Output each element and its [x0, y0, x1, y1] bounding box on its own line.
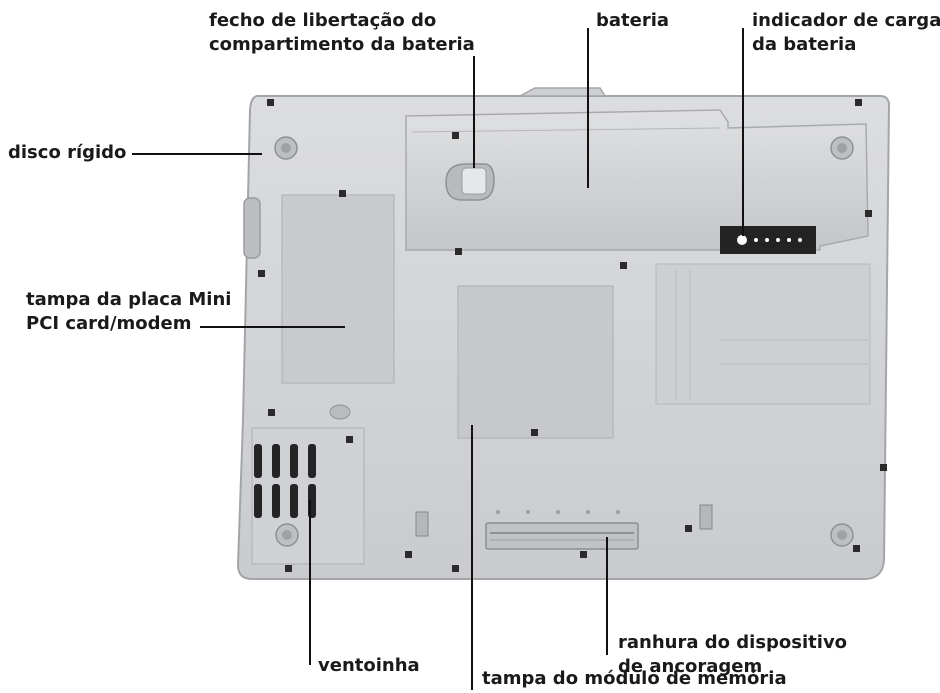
- right-recess: [655, 263, 871, 405]
- bottom-slot-left: [415, 511, 429, 537]
- label-hard-drive: disco rígido: [8, 142, 127, 163]
- label-minipci-cover: tampa da placa Mini PCI card/modem: [26, 289, 232, 334]
- rubber-feet: [274, 136, 854, 547]
- minipci-panel: [281, 194, 395, 384]
- label-docking-slot: ranhura do dispositivo de ancoragem: [618, 632, 848, 677]
- label-fan: ventoinha: [318, 655, 420, 676]
- hinge-bump: [519, 87, 607, 97]
- screws: [258, 99, 887, 572]
- leader-lines: [132, 28, 744, 690]
- label-memory-cover: tampa do módulo de memória: [482, 668, 787, 689]
- hard-drive-edge: [243, 197, 261, 259]
- label-battery: bateria: [596, 10, 670, 31]
- fan-tab: [329, 404, 351, 420]
- bottom-slot-right: [699, 504, 713, 530]
- battery-latch: [445, 163, 495, 201]
- label-charge-gauge: indicador de carga da bateria: [752, 10, 940, 55]
- charge-gauge: [720, 226, 816, 254]
- memory-panel: [457, 285, 614, 439]
- label-battery-latch: fecho de libertação do compartimento da …: [209, 10, 475, 55]
- fan-vent: [251, 427, 365, 565]
- docking-connector: [485, 510, 639, 550]
- battery: [405, 109, 869, 251]
